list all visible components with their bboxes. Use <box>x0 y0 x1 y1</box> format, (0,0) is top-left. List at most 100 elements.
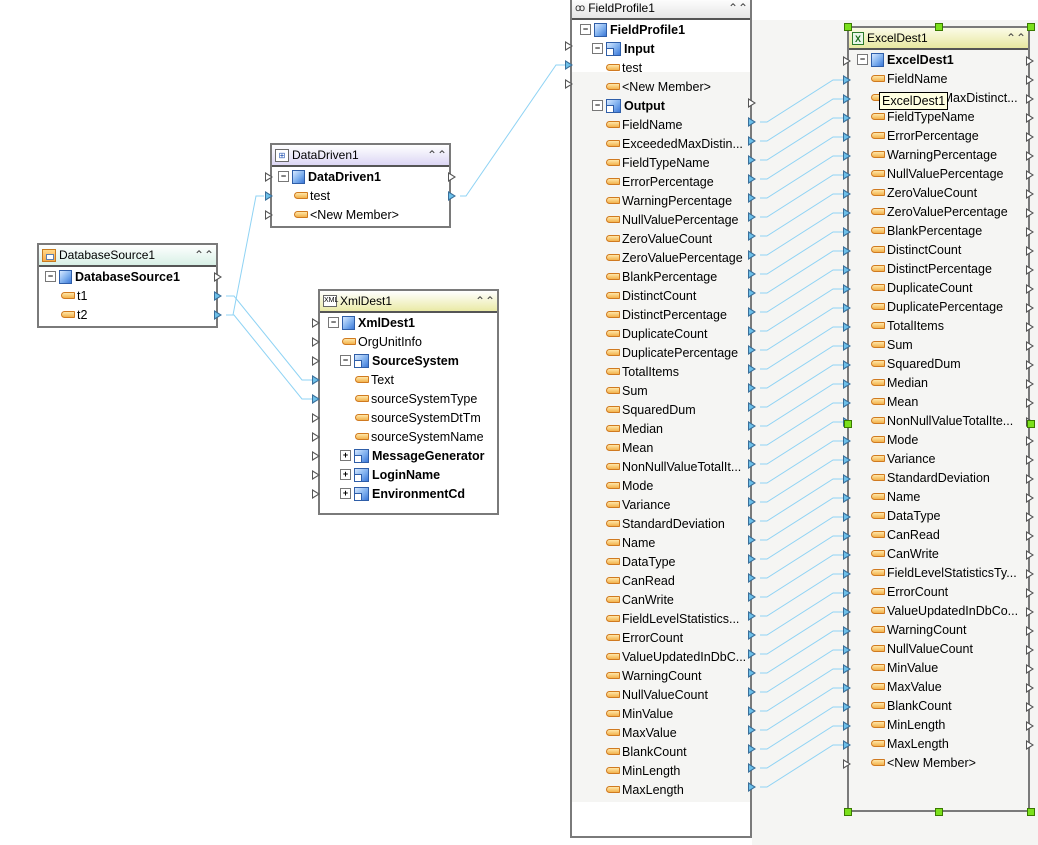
output-field-row[interactable]: MaxValue <box>606 724 677 743</box>
output-field-row[interactable]: StandardDeviation <box>606 515 725 534</box>
output-port[interactable] <box>448 172 456 182</box>
output-port[interactable] <box>748 554 756 564</box>
output-port[interactable] <box>1026 398 1034 408</box>
output-field-row[interactable]: BlankPercentage <box>606 268 717 287</box>
input-port[interactable] <box>843 512 851 522</box>
output-port[interactable] <box>1026 740 1034 750</box>
input-port[interactable] <box>843 455 851 465</box>
input-port[interactable] <box>843 531 851 541</box>
data-driven-component[interactable]: ⊞ DataDriven1 ⌃⌃ −DataDriven1 test <New … <box>270 143 451 228</box>
output-port[interactable] <box>748 535 756 545</box>
output-port[interactable] <box>1026 113 1034 123</box>
output-field-row[interactable]: DuplicatePercentage <box>606 344 738 363</box>
field-row[interactable]: WarningPercentage <box>871 146 997 165</box>
connection-wire[interactable] <box>226 195 264 316</box>
field-row[interactable]: sourceSystemDtTm <box>355 409 481 428</box>
output-field-row[interactable]: WarningPercentage <box>606 192 732 211</box>
output-field-row[interactable]: Sum <box>606 382 648 401</box>
expand-toggle-icon[interactable]: − <box>340 355 351 367</box>
output-port[interactable] <box>748 592 756 602</box>
output-port[interactable] <box>1026 455 1034 465</box>
input-port[interactable] <box>843 75 851 85</box>
output-field-row[interactable]: WarningCount <box>606 667 701 686</box>
output-port[interactable] <box>1026 702 1034 712</box>
input-port[interactable] <box>265 210 273 220</box>
output-port[interactable] <box>1026 683 1034 693</box>
input-port[interactable] <box>843 208 851 218</box>
field-row[interactable]: Mean <box>871 393 918 412</box>
collapse-icon[interactable]: ⌃⌃ <box>427 148 448 162</box>
field-row[interactable]: MinLength <box>871 716 945 735</box>
output-field-row[interactable]: FieldTypeName <box>606 154 710 173</box>
output-port[interactable] <box>748 516 756 526</box>
input-port[interactable] <box>843 56 851 66</box>
field-row[interactable]: t1 <box>61 287 87 306</box>
xml-dest-titlebar[interactable]: XML XmlDest1 ⌃⌃ <box>320 291 497 313</box>
connection-wire[interactable] <box>226 314 312 400</box>
tree-root[interactable]: −FieldProfile1 <box>580 21 685 40</box>
output-field-row[interactable]: CanRead <box>606 572 675 591</box>
output-port[interactable] <box>748 326 756 336</box>
input-port[interactable] <box>843 626 851 636</box>
output-field-row[interactable]: Mode <box>606 477 653 496</box>
input-port[interactable] <box>843 151 851 161</box>
output-field-row[interactable]: Name <box>606 534 655 553</box>
output-field-row[interactable]: Variance <box>606 496 670 515</box>
data-driven-titlebar[interactable]: ⊞ DataDriven1 ⌃⌃ <box>272 145 449 167</box>
tree-root[interactable]: −DatabaseSource1 <box>45 268 180 287</box>
output-field-row[interactable]: ExceededMaxDistin... <box>606 135 743 154</box>
output-port[interactable] <box>1026 569 1034 579</box>
output-port[interactable] <box>748 668 756 678</box>
input-port[interactable] <box>843 113 851 123</box>
field-row[interactable]: sourceSystemName <box>355 428 484 447</box>
resize-handle[interactable] <box>935 808 943 816</box>
output-port[interactable] <box>748 345 756 355</box>
output-field-row[interactable]: TotalItems <box>606 363 679 382</box>
field-row[interactable]: DuplicatePercentage <box>871 298 1003 317</box>
output-field-row[interactable]: FieldName <box>606 116 682 135</box>
field-row[interactable]: ZeroValueCount <box>871 184 977 203</box>
connection-wire[interactable] <box>226 295 312 381</box>
tree-root[interactable]: −DataDriven1 <box>278 168 381 187</box>
field-row[interactable]: test <box>294 187 330 206</box>
output-group-row[interactable]: −Output <box>592 97 665 116</box>
input-port[interactable] <box>843 436 851 446</box>
input-port[interactable] <box>565 60 573 70</box>
input-port[interactable] <box>312 451 320 461</box>
output-port[interactable] <box>1026 189 1034 199</box>
output-port[interactable] <box>748 193 756 203</box>
output-port[interactable] <box>748 421 756 431</box>
output-port[interactable] <box>748 440 756 450</box>
field-row[interactable]: CanRead <box>871 526 940 545</box>
output-port[interactable] <box>748 288 756 298</box>
collapse-toggle-icon[interactable]: − <box>45 271 56 283</box>
output-port[interactable] <box>1026 588 1034 598</box>
output-port[interactable] <box>1026 151 1034 161</box>
input-port[interactable] <box>312 337 320 347</box>
output-port[interactable] <box>748 459 756 469</box>
field-row[interactable]: Median <box>871 374 928 393</box>
input-port[interactable] <box>843 664 851 674</box>
output-port[interactable] <box>1026 284 1034 294</box>
field-row[interactable]: OrgUnitInfo <box>342 333 422 352</box>
output-port[interactable] <box>748 155 756 165</box>
resize-handle[interactable] <box>844 23 852 31</box>
output-port[interactable] <box>1026 303 1034 313</box>
field-row[interactable]: ValueUpdatedInDbCo... <box>871 602 1018 621</box>
output-field-row[interactable]: CanWrite <box>606 591 674 610</box>
collapse-toggle-icon[interactable]: − <box>857 54 868 66</box>
output-field-row[interactable]: NullValueCount <box>606 686 708 705</box>
output-port[interactable] <box>1026 512 1034 522</box>
field-row[interactable]: sourceSystemType <box>355 390 477 409</box>
collapse-icon[interactable]: ⌃⌃ <box>1006 31 1027 45</box>
input-port[interactable] <box>843 94 851 104</box>
output-port[interactable] <box>748 782 756 792</box>
output-port[interactable] <box>1026 265 1034 275</box>
field-row[interactable]: NonNullValueTotalIte... <box>871 412 1013 431</box>
group-row[interactable]: +EnvironmentCd <box>340 485 465 504</box>
input-port[interactable] <box>843 569 851 579</box>
output-field-row[interactable]: Median <box>606 420 663 439</box>
connection-wire[interactable] <box>460 64 565 197</box>
field-row[interactable]: SquaredDum <box>871 355 961 374</box>
